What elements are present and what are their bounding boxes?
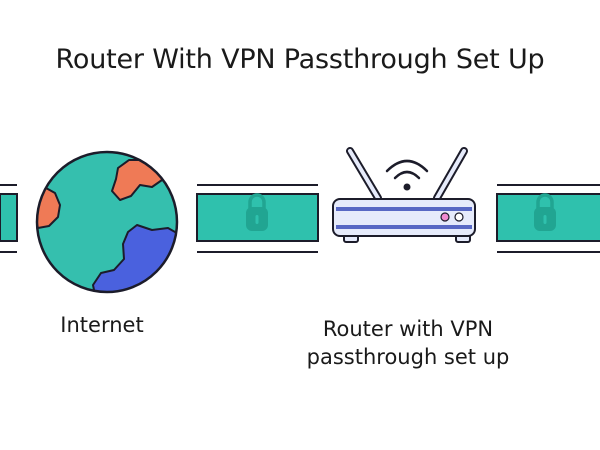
- router-label-line-2: passthrough set up: [306, 345, 510, 369]
- wifi-signal-icon: [385, 159, 429, 191]
- tunnel-segment-left: [0, 184, 18, 253]
- lock-icon: [246, 193, 268, 231]
- router-label-line-1: Router with VPN: [322, 317, 494, 341]
- diagram-title: Router With VPN Passthrough Set Up: [55, 44, 545, 75]
- internet-label: Internet: [60, 313, 144, 337]
- router-icon: [332, 147, 476, 243]
- tunnel-segment-middle: [196, 184, 319, 253]
- globe-icon: [35, 150, 179, 294]
- router-label: Router with VPN passthrough set up: [288, 315, 528, 371]
- tunnel-segment-right: [496, 184, 600, 253]
- lock-icon: [534, 193, 556, 231]
